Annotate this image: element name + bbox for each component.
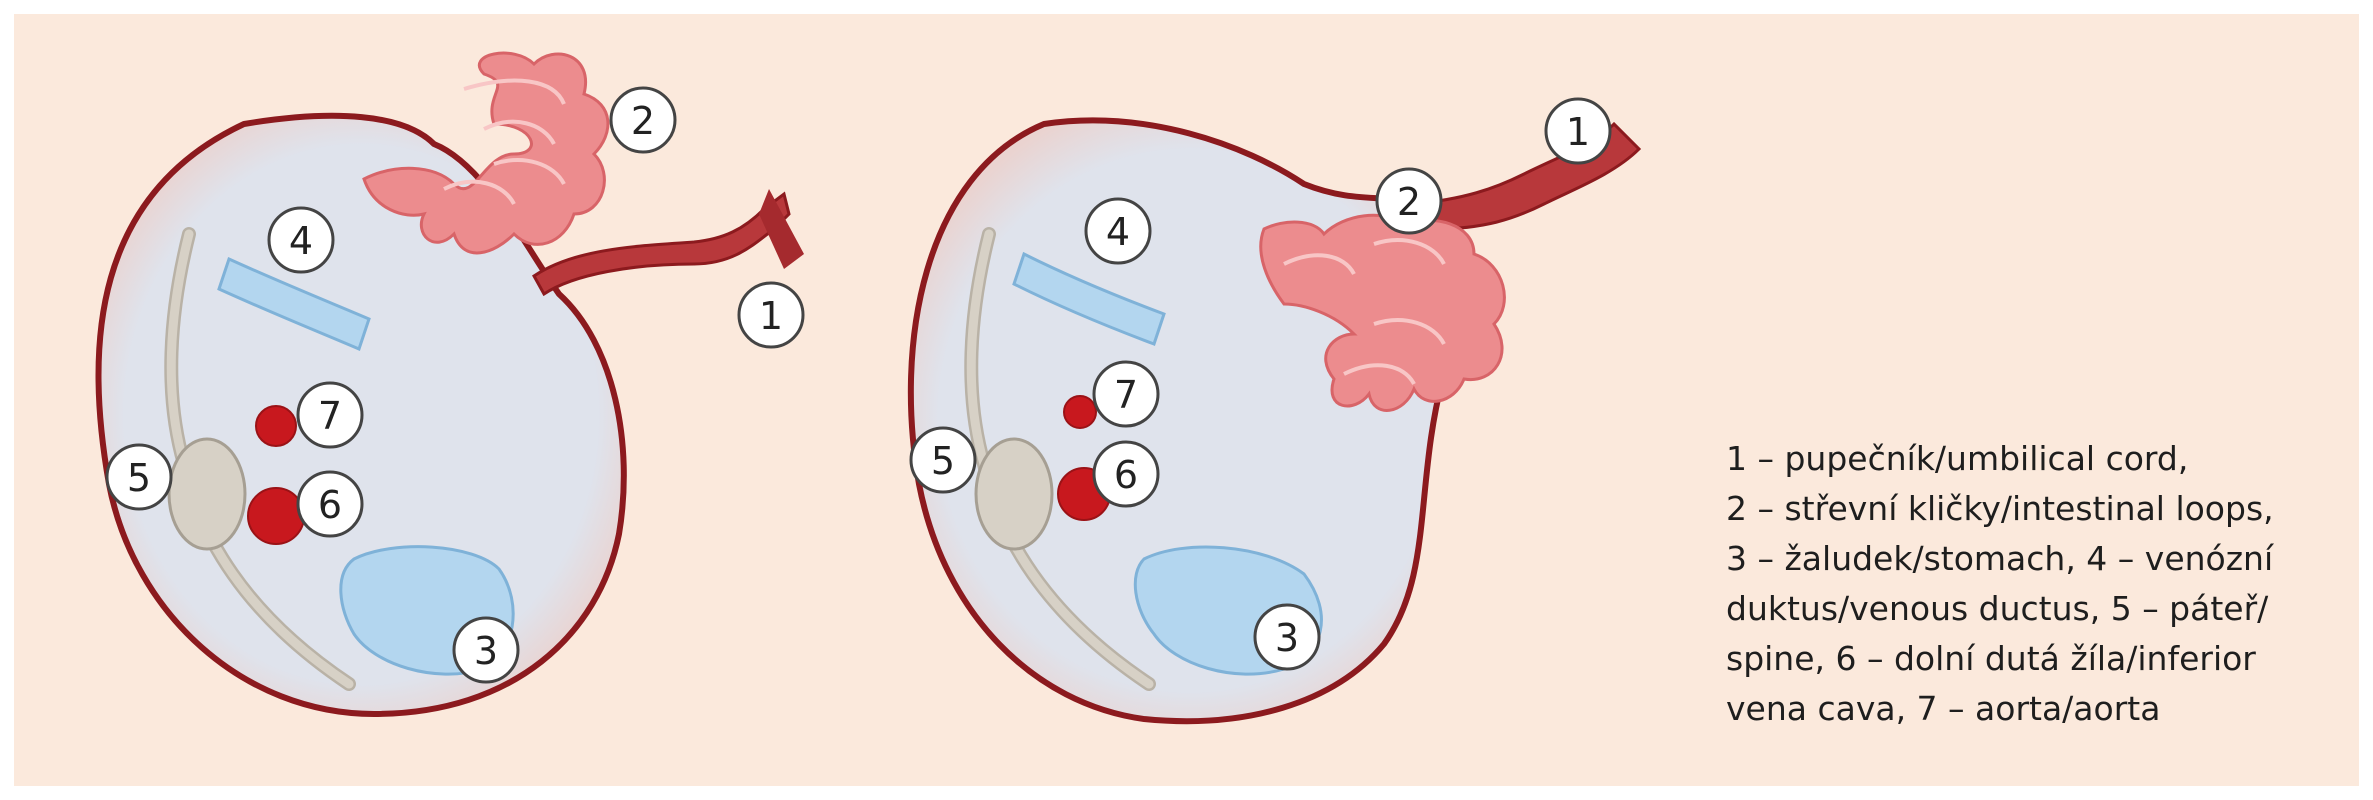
left-marker-7: 7: [296, 381, 364, 449]
right-marker-3: 3: [1253, 603, 1321, 671]
legend-line: 3 – žaludek/stomach, 4 – venózní: [1726, 539, 2274, 578]
fetal-abdomen-figure: 1 2 3 4 5 6 7: [95, 51, 1642, 725]
right-marker-6-label: 6: [1114, 453, 1138, 497]
left-marker-6-label: 6: [318, 483, 342, 527]
left-marker-6: 6: [296, 470, 364, 538]
left-inferior-vena-cava: [247, 487, 305, 545]
legend-line: 2 – střevní kličky/intestinal loops,: [1726, 489, 2274, 528]
left-umbilical-cord: [532, 191, 791, 297]
left-markers: 1 2 3 4 5 6 7: [105, 86, 805, 684]
right-marker-4-label: 4: [1106, 210, 1130, 254]
right-marker-7: 7: [1092, 360, 1160, 428]
left-marker-3: 3: [452, 616, 520, 684]
left-marker-3-label: 3: [474, 629, 498, 673]
right-marker-1: 1: [1544, 97, 1612, 165]
left-marker-1: 1: [737, 281, 805, 349]
right-marker-1-label: 1: [1566, 110, 1590, 154]
right-markers: 1 2 3 4 5 6 7: [909, 97, 1612, 671]
left-marker-4: 4: [267, 206, 335, 274]
right-marker-6: 6: [1092, 440, 1160, 508]
left-marker-5-label: 5: [127, 456, 151, 500]
right-marker-3-label: 3: [1275, 616, 1299, 660]
legend-line: vena cava, 7 – aorta/aorta: [1726, 689, 2161, 728]
right-marker-2-label: 2: [1397, 180, 1421, 224]
legend-line: spine, 6 – dolní dutá žíla/inferior: [1726, 639, 2256, 678]
right-marker-2: 2: [1375, 167, 1443, 235]
left-diagram: [95, 51, 804, 718]
left-umbilical-cord-end: [759, 189, 804, 269]
left-marker-7-label: 7: [318, 394, 342, 438]
left-marker-2-label: 2: [631, 99, 655, 143]
left-marker-5: 5: [105, 443, 173, 511]
right-marker-5-label: 5: [931, 439, 955, 483]
left-marker-2: 2: [609, 86, 677, 154]
right-marker-5: 5: [909, 426, 977, 494]
left-aorta: [255, 405, 297, 447]
right-venous-ductus: [1012, 251, 1166, 346]
legend-line: duktus/venous ductus, 5 – páteř/: [1726, 589, 2269, 628]
right-marker-7-label: 7: [1114, 373, 1138, 417]
right-vertebra: [974, 437, 1054, 551]
diagram-panel: 1 2 3 4 5 6 7: [14, 14, 2359, 786]
left-marker-4-label: 4: [289, 219, 313, 263]
legend-line: 1 – pupečník/umbilical cord,: [1726, 439, 2189, 478]
left-vertebra: [167, 437, 247, 551]
right-aorta: [1063, 395, 1097, 429]
left-venous-ductus: [217, 256, 371, 352]
right-marker-4: 4: [1084, 197, 1152, 265]
left-intestinal-loops: [362, 51, 610, 255]
legend: 1 – pupečník/umbilical cord, 2 – střevní…: [1726, 434, 2346, 734]
left-marker-1-label: 1: [759, 294, 783, 338]
